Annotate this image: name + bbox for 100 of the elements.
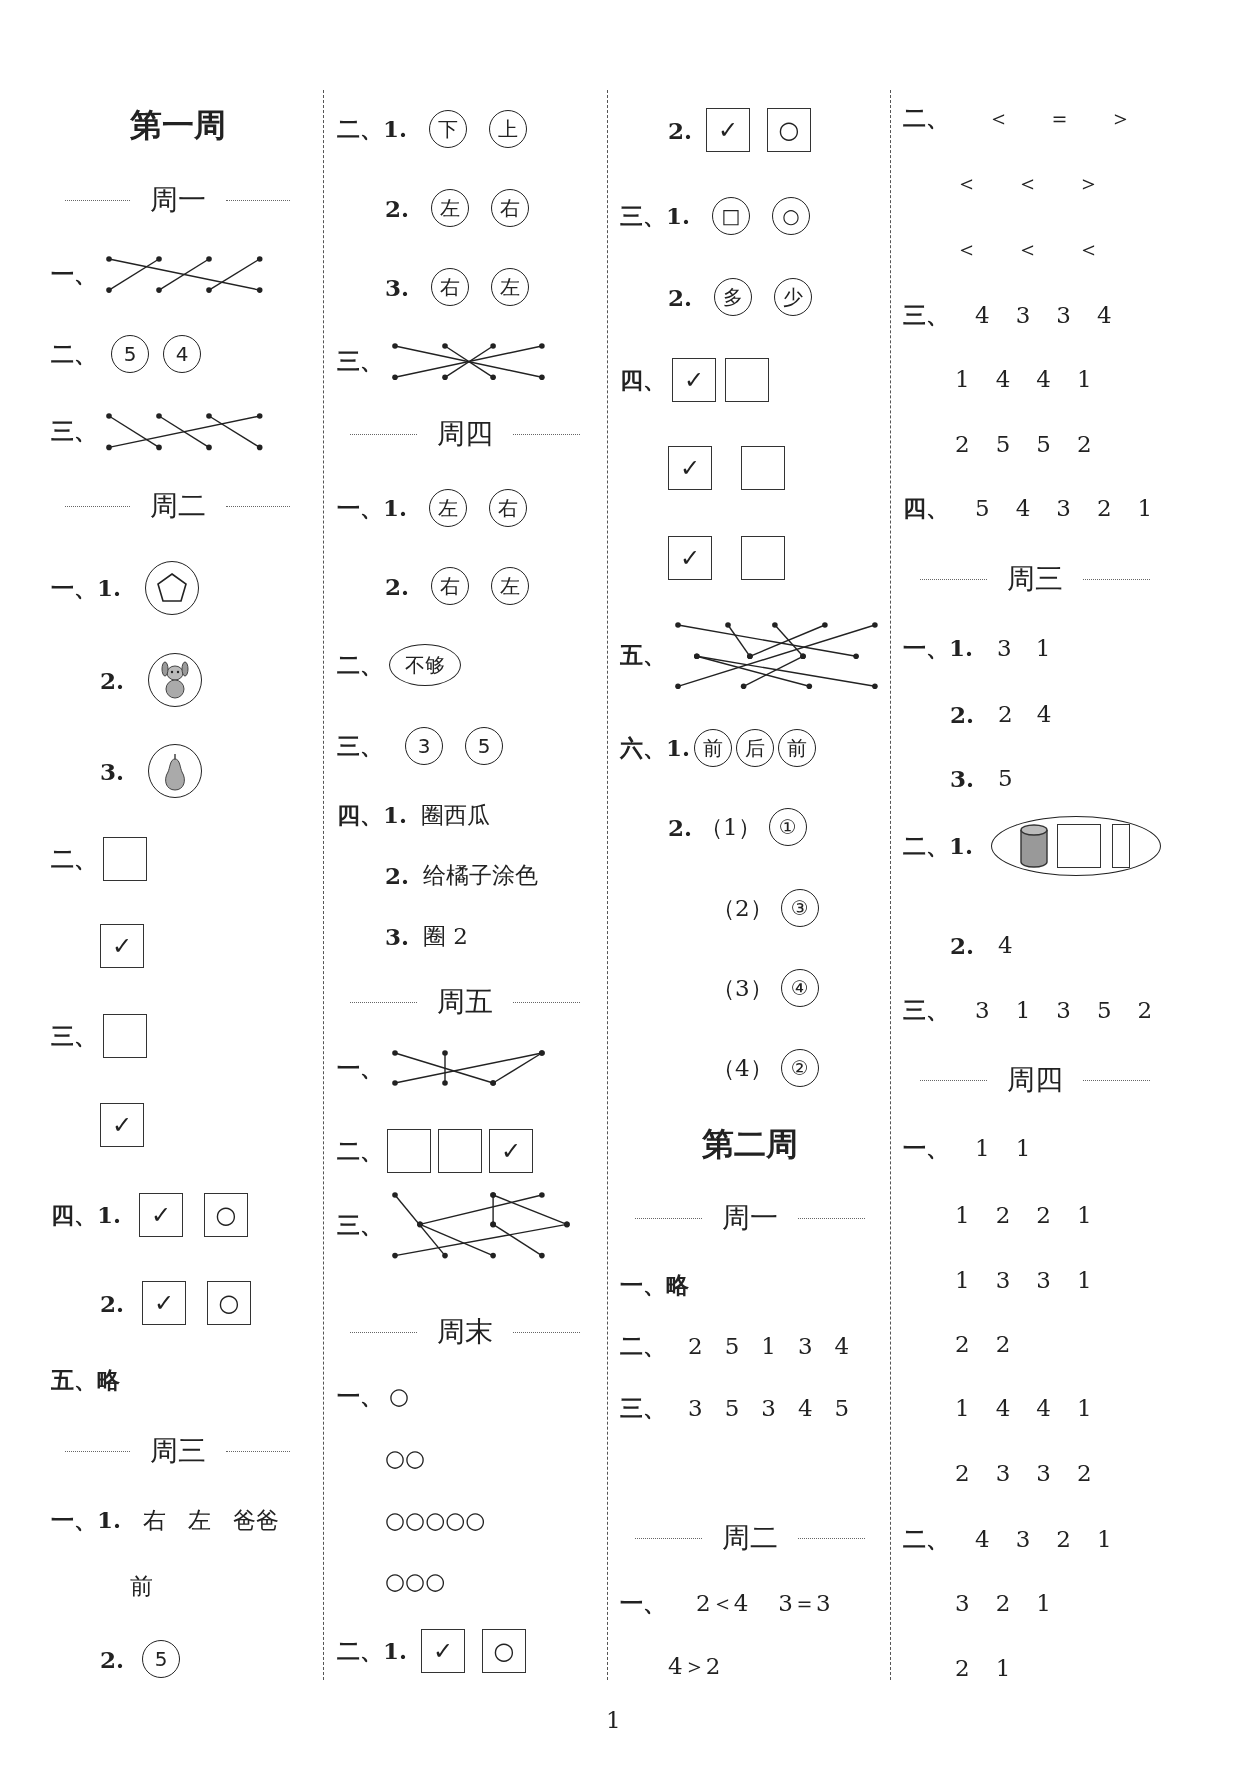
answer-text: 2 [955,1460,970,1486]
answer-box [438,1129,482,1173]
answer-text: 1 [995,1655,1011,1681]
answer-text: 3 [1056,302,1071,328]
answer-text: ＜ [1016,234,1039,264]
answer-text: 1 [1035,635,1051,661]
question-number: 四、 [620,364,666,395]
answer-text: 1 [1015,1135,1031,1161]
answer-text: 前 [130,1571,153,1601]
answer-box [387,1129,431,1173]
question-number: 二、 [903,102,949,133]
question-number: 六、1. [620,732,690,763]
week-heading: 第一周 [129,105,226,146]
answer-text: 2 [995,1331,1011,1357]
answer-text: 5 [998,765,1013,791]
question-number: 四、 [903,492,949,523]
answer-text: 4 [797,1395,813,1421]
answer-text: 3 [688,1395,703,1421]
question-number: 一、 [51,258,97,289]
answer-box: ○ [482,1629,526,1673]
answer-text: 1 [955,1202,970,1228]
question-number: 三、 [51,1020,97,1051]
answer-text: 2＜4 [696,1588,749,1618]
answer-box: ○ [204,1193,248,1237]
answer-text: 左 [188,1505,211,1535]
question-number: 三、 [337,1209,383,1240]
answer-text: 5 [1036,431,1051,457]
answer-box: ✓ [100,1103,144,1147]
answer-text: 4 [834,1333,850,1359]
answer-text: 1 [1015,997,1031,1023]
answer-box: ✓ [421,1629,465,1673]
question-number: 二、 [903,1523,949,1554]
question-number: 二、 [51,338,97,369]
answer-box: ✓ [139,1193,183,1237]
day-heading: 周三 [1007,561,1063,597]
answer-text: 4＞2 [668,1651,721,1681]
question-number: 2. [100,666,124,694]
question-number: 2. [385,194,409,222]
answer-text: 5 [834,1395,850,1421]
answer-text: ＜ [955,168,978,198]
answer-text: 5 [724,1395,740,1421]
day-heading: 周末 [437,1314,493,1350]
answer-text: 4 [1015,495,1031,521]
answer-text: 1 [1076,1202,1092,1228]
answer-text: ○ [389,1383,410,1409]
answer-text: ＞ [1077,168,1100,198]
question-number: 一、 [337,1052,383,1083]
question-number: 2. [950,700,974,728]
question-number: 五、略 [51,1364,120,1395]
answer-text: 4 [1036,1395,1051,1421]
question-number: 三、 [337,730,383,761]
answer-text: 1 [1076,366,1092,392]
question-number: 一、略 [620,1269,689,1300]
question-number: 2. [668,813,692,841]
question-number: 2. [668,116,692,144]
answer-text: （4） [712,1053,773,1083]
answer-text: 2 [995,1202,1011,1228]
answer-text: 2 [1076,431,1092,457]
week-heading: 第二周 [702,1124,798,1165]
question-number: 2. [385,572,409,600]
answer-text: 5 [995,431,1011,457]
answer-text: 3 [1056,495,1071,521]
answer-box: ✓ [100,924,144,968]
answer-text: 3 [1056,997,1071,1023]
answer-text: 2 [1096,495,1112,521]
question-number: 三、 [51,415,97,446]
answer-text: 3 [995,1267,1011,1293]
answer-text: 4 [1036,366,1051,392]
day-heading: 周一 [722,1200,778,1236]
answer-text: 1 [955,1267,970,1293]
answer-box: ✓ [668,446,712,490]
answer-text: 3 [975,997,990,1023]
answer-text: ＜ [1077,234,1100,264]
answer-text: 爸爸 [233,1505,279,1535]
question-number: 2. [100,1645,124,1673]
answer-text: 3＝3 [778,1588,831,1618]
question-number: 2. [100,1289,124,1317]
question-number: 一、1. [903,632,973,663]
question-number: 三、 [903,994,949,1025]
answer-text: （2） [712,893,773,923]
question-number: 一、1. [51,572,121,603]
question-number: 2. [668,283,692,311]
question-number: 二、 [51,843,97,874]
answer-text: 给橘子涂色 [423,860,538,890]
answer-text: ＝ [1048,103,1071,133]
question-number: 二、 [620,1330,666,1361]
day-heading: 周四 [1007,1062,1063,1098]
answer-text: ＞ [1109,103,1132,133]
answer-text: 4 [1036,701,1052,727]
answer-text: 3 [955,1590,970,1616]
answer-text: 2 [995,1590,1011,1616]
answer-box [741,536,785,580]
answer-box [741,446,785,490]
answer-text: 1 [1076,1267,1092,1293]
question-number: 一、 [903,1132,949,1163]
answer-text: （1） [700,812,761,842]
question-number: 三、 [337,345,383,376]
answer-text: 3 [995,1460,1011,1486]
answer-text: ○○○○○ [385,1507,486,1533]
answer-box: ✓ [142,1281,186,1325]
